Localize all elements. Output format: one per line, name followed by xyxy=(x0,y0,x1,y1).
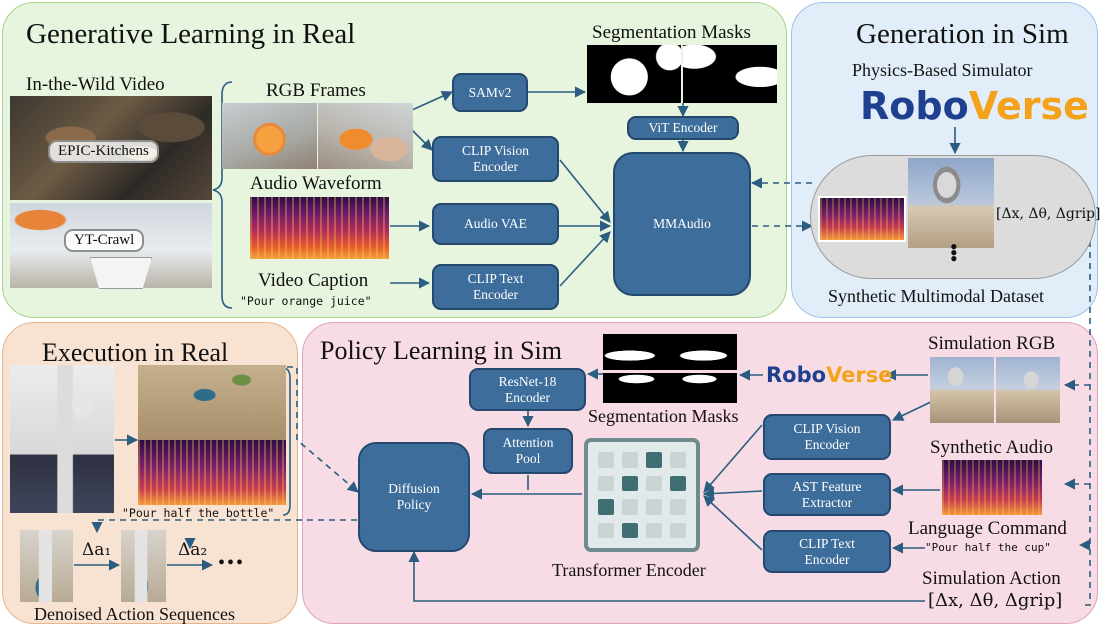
grid-cell xyxy=(598,499,614,515)
dataset-robot-image xyxy=(908,158,994,248)
dataset-ellipsis: ••• xyxy=(950,234,958,271)
grid-cell xyxy=(670,522,686,538)
synthetic-audio-spectrogram xyxy=(942,460,1042,515)
real-command-text: "Pour half the bottle" xyxy=(122,506,275,520)
video-caption-label: Video Caption xyxy=(258,270,369,291)
roboverse-logo-gen-sim: RoboVerse xyxy=(860,84,1089,128)
grid-cell xyxy=(622,452,638,468)
simulation-action-value: [Δx, Δθ, Δgrip] xyxy=(928,590,1063,611)
roboverse-logo-policy-verse: Verse xyxy=(826,363,893,387)
panel-title-exec-real: Execution in Real xyxy=(42,338,229,367)
resnet-encoder-box: ResNet-18 Encoder xyxy=(469,368,586,411)
policy-seg-label: Segmentation Masks xyxy=(588,406,739,426)
mmaudio-box: MMAudio xyxy=(613,152,751,296)
vit-encoder-box: ViT Encoder xyxy=(627,116,739,140)
audio-spectrogram xyxy=(250,197,389,259)
ast-extractor-box: AST Feature Extractor xyxy=(763,473,891,516)
synthetic-audio-label: Synthetic Audio xyxy=(930,437,1053,458)
policy-clip-text-box: CLIP Text Encoder xyxy=(763,530,891,573)
panel-title-gen-sim: Generation in Sim xyxy=(856,18,1069,50)
policy-clip-vision-box: CLIP Vision Encoder xyxy=(763,414,891,460)
real-robot-image xyxy=(10,365,114,513)
diffusion-policy-box: Diffusion Policy xyxy=(358,442,470,552)
segmentation-mask-1 xyxy=(587,45,681,103)
delta-a1-label: Δa₁ xyxy=(82,540,112,560)
sim-rgb-label: Simulation RGB xyxy=(928,333,1056,354)
physics-simulator-label: Physics-Based Simulator xyxy=(852,60,1033,80)
transformer-encoder-grid xyxy=(584,438,700,552)
grid-cell xyxy=(598,475,614,491)
bowl-shape xyxy=(90,257,152,289)
transformer-encoder-label: Transformer Encoder xyxy=(552,560,706,580)
panel-title-policy-sim: Policy Learning in Sim xyxy=(320,336,562,365)
audio-waveform-label: Audio Waveform xyxy=(250,173,382,194)
grid-cell xyxy=(646,499,662,515)
real-scene-image xyxy=(138,365,286,440)
grid-cell xyxy=(670,499,686,515)
wild-video-label: In-the-Wild Video xyxy=(26,74,165,95)
policy-mask-bottom xyxy=(603,373,737,403)
rgb-frames-label: RGB Frames xyxy=(266,80,366,101)
epic-kitchens-tag: EPIC-Kitchens xyxy=(48,140,159,163)
grid-cell xyxy=(646,522,662,538)
grid-cell xyxy=(622,499,638,515)
real-spectrogram xyxy=(138,440,286,505)
sim-rgb-frame-2 xyxy=(996,357,1060,423)
segmentation-masks-label: Segmentation Masks xyxy=(592,22,751,43)
denoised-sequence-label: Denoised Action Sequences xyxy=(34,604,235,624)
policy-mask-top xyxy=(603,334,737,370)
denoised-frame-1 xyxy=(20,530,73,602)
sim-rgb-frame-1 xyxy=(930,357,994,423)
video-caption-text: "Pour orange juice" xyxy=(240,294,372,308)
dataset-action-label: [Δx, Δθ, Δgrip] xyxy=(996,206,1100,222)
panel-title-gen-real: Generative Learning in Real xyxy=(26,18,356,50)
simulation-action-label: Simulation Action xyxy=(922,568,1061,589)
grid-cell xyxy=(622,522,638,538)
grid-cell xyxy=(646,452,662,468)
yt-crawl-tag: YT-Crawl xyxy=(64,229,145,252)
roboverse-logo-verse: Verse xyxy=(968,84,1089,128)
clip-text-encoder-box: CLIP Text Encoder xyxy=(432,264,559,310)
samv2-box: SAMv2 xyxy=(452,73,528,112)
clip-vision-encoder-box: CLIP Vision Encoder xyxy=(432,136,559,182)
roboverse-logo-policy: RoboVerse xyxy=(766,363,893,387)
language-command-label: Language Command xyxy=(908,518,1067,539)
roboverse-logo-robo: Robo xyxy=(860,84,969,128)
grid-cell xyxy=(598,452,614,468)
grid-cell xyxy=(646,475,662,491)
dataset-spectrogram xyxy=(818,196,906,242)
grid-cell xyxy=(622,475,638,491)
grid-cell xyxy=(670,452,686,468)
grid-cell xyxy=(670,475,686,491)
sequence-ellipsis: ••• xyxy=(218,552,246,574)
delta-a2-label: Δa₂ xyxy=(178,540,208,560)
rgb-frame-1 xyxy=(222,103,317,169)
grid-cell xyxy=(598,522,614,538)
segmentation-mask-2 xyxy=(683,45,777,103)
denoised-frame-2 xyxy=(121,530,166,602)
audio-vae-box: Audio VAE xyxy=(432,203,559,245)
language-command-text: "Pour half the cup" xyxy=(925,541,1051,554)
rgb-frame-2 xyxy=(318,103,413,169)
roboverse-logo-policy-robo: Robo xyxy=(766,363,827,387)
synthetic-dataset-label: Synthetic Multimodal Dataset xyxy=(828,286,1044,306)
attention-pool-box: Attention Pool xyxy=(483,428,573,474)
